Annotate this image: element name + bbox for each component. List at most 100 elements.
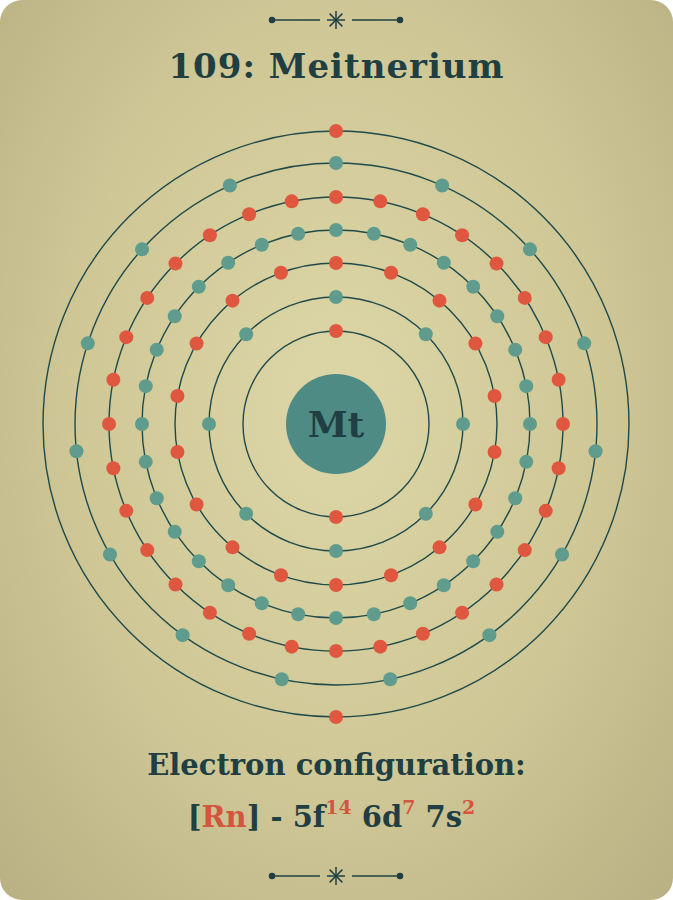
electron-shell [109, 197, 563, 651]
electron-shell [243, 331, 429, 517]
electron-dot [203, 606, 217, 620]
electron-dot [416, 207, 430, 221]
electron-dot [437, 256, 451, 270]
config-part: Rn [202, 800, 247, 834]
electron-dot [488, 445, 502, 459]
config-line: [Rn] - 5f146d77s2 [0, 800, 673, 834]
electron-dot [577, 336, 591, 350]
electron-dot [223, 179, 237, 193]
electron-dot [170, 389, 184, 403]
electron-dot [102, 417, 116, 431]
ornament-stroke [330, 14, 336, 20]
electron-dot [329, 324, 343, 338]
electron-dot [168, 578, 182, 592]
electron-dot [490, 525, 504, 539]
electron-dot [329, 578, 343, 592]
electron-shell [209, 297, 463, 551]
ornament-stroke [336, 870, 342, 876]
electron-dot [455, 228, 469, 242]
electron-dot [329, 710, 343, 724]
electron-dot [589, 444, 603, 458]
electron-dot [226, 294, 240, 308]
electron-dot [239, 327, 253, 341]
electron-dot [168, 309, 182, 323]
electron-dot [508, 343, 522, 357]
electron-dot [419, 327, 433, 341]
electron-dot [419, 507, 433, 521]
electron-dot [416, 627, 430, 641]
electron-dot [466, 554, 480, 568]
electron-dot [168, 525, 182, 539]
electron-dot [140, 543, 154, 557]
electron-dot [119, 330, 133, 344]
config-heading: Electron configuration: [0, 748, 673, 782]
electron-dot [482, 628, 496, 642]
electron-dot [552, 461, 566, 475]
electron-dot [432, 540, 446, 554]
ornament-stroke [336, 14, 342, 20]
electron-dot [519, 379, 533, 393]
electron-shell [43, 131, 629, 717]
electron-dot [106, 373, 120, 387]
electron-dot [176, 628, 190, 642]
electron-dot [221, 256, 235, 270]
electron-dot [367, 227, 381, 241]
electron-dot [274, 568, 288, 582]
electron-dot [490, 256, 504, 270]
electron-dot [508, 491, 522, 505]
electron-dot [329, 223, 343, 237]
electron-dot [539, 330, 553, 344]
electron-dot [329, 544, 343, 558]
electron-dot [373, 194, 387, 208]
electron-dot [329, 644, 343, 658]
electron-dot [329, 190, 343, 204]
electron-dot [103, 548, 117, 562]
electron-dot [518, 543, 532, 557]
electron-dot [455, 606, 469, 620]
electron-dot [468, 337, 482, 351]
electron-dot [150, 491, 164, 505]
electron-dot [170, 445, 184, 459]
electron-dot [435, 179, 449, 193]
electron-shell [142, 230, 530, 618]
electron-dot [556, 417, 570, 431]
electron-dot [221, 578, 235, 592]
electron-dot [432, 294, 446, 308]
electron-dot [437, 578, 451, 592]
title: 109: Meitnerium [0, 46, 673, 86]
electron-dot [367, 607, 381, 621]
electron-dot [106, 461, 120, 475]
electron-dot [119, 504, 133, 518]
electron-dot [466, 280, 480, 294]
electron-dot [135, 417, 149, 431]
electron-dot [329, 124, 343, 138]
electron-dot [403, 238, 417, 252]
electron-dot [373, 640, 387, 654]
electron-dot [456, 417, 470, 431]
electron-dot [488, 389, 502, 403]
ornament-stroke [330, 876, 336, 882]
electron-dot [490, 578, 504, 592]
electron-dot [329, 156, 343, 170]
electron-dot [239, 507, 253, 521]
electron-dot [242, 627, 256, 641]
electron-dot [523, 242, 537, 256]
electron-dot [139, 379, 153, 393]
electron-dot [329, 256, 343, 270]
electron-dot [192, 280, 206, 294]
electron-dot [523, 417, 537, 431]
electron-shell [175, 263, 497, 585]
electron-dot [285, 194, 299, 208]
ornament-stroke [330, 870, 336, 876]
electron-dot [329, 510, 343, 524]
electron-dot [190, 498, 204, 512]
electron-dot [555, 548, 569, 562]
electron-dot [255, 596, 269, 610]
electron-dot [274, 266, 288, 280]
electron-dot [329, 290, 343, 304]
electron-dot [291, 227, 305, 241]
electron-dot [403, 596, 417, 610]
config-part: 7s [425, 800, 462, 834]
electron-dot [383, 672, 397, 686]
